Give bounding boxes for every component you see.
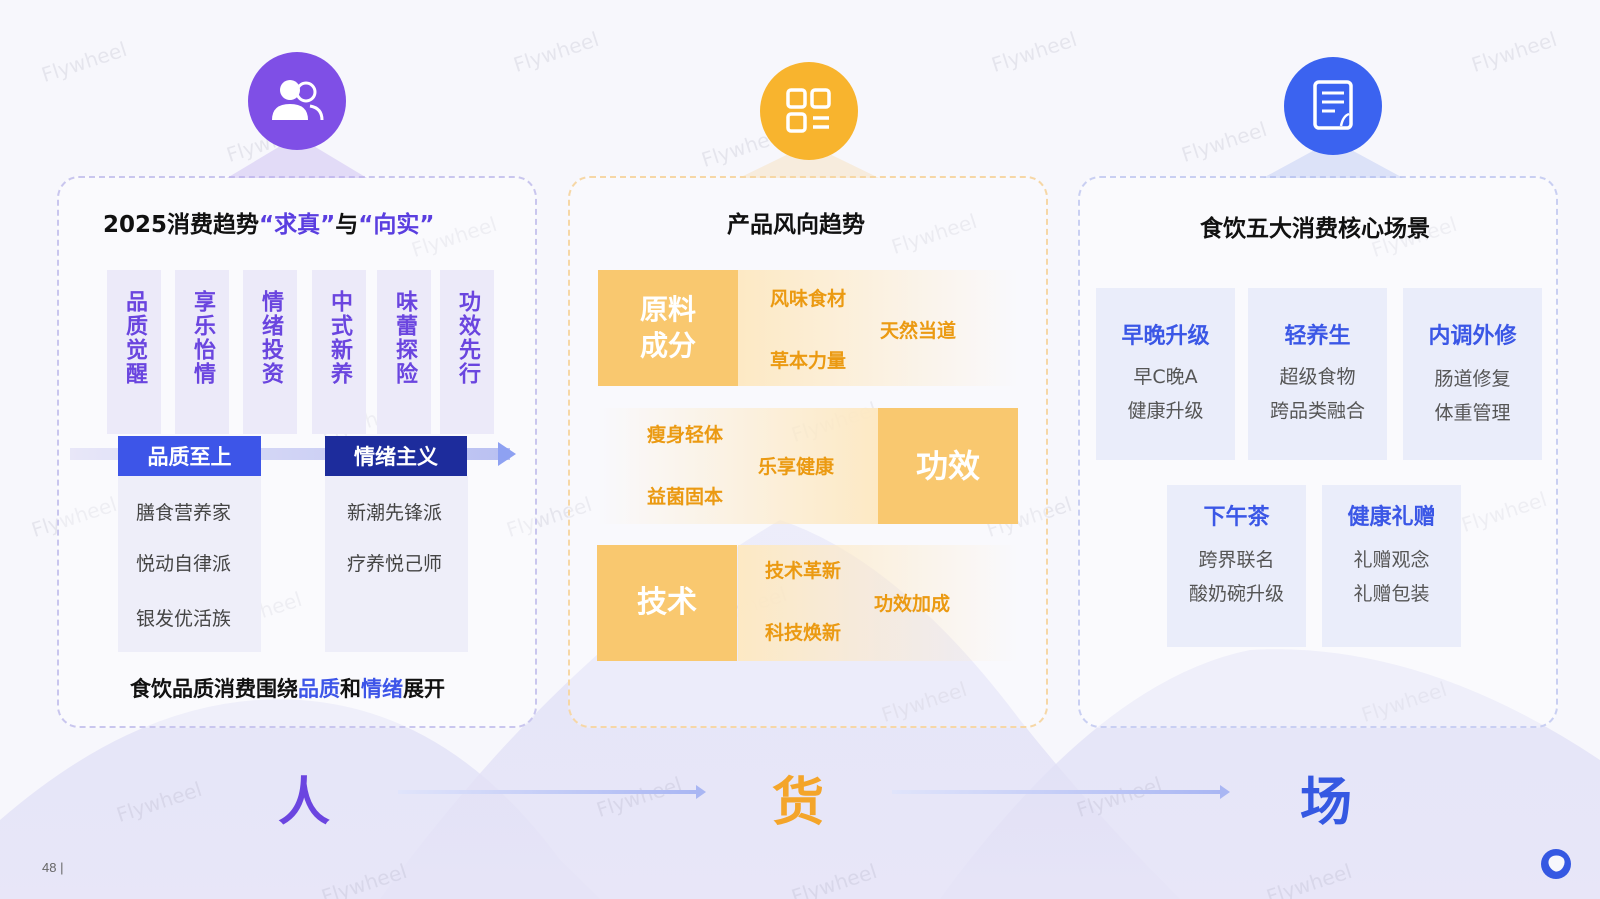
scene-card-line: 肠道修复 [1434, 368, 1511, 390]
panel-goods-title: 产品风向趋势 [727, 212, 865, 238]
block-ingredients: 原料 成分 [598, 270, 738, 386]
document-icon [1313, 80, 1353, 130]
page-number-value: 48 [42, 860, 57, 875]
row-result: 天然当道 [880, 320, 957, 342]
row-item: 技术革新 [765, 560, 842, 582]
grid-icon [786, 88, 831, 133]
panel-people-title: 2025消费趋势“求真”与“向实” [103, 205, 434, 239]
row-gradient [738, 545, 1018, 661]
scene-card-title: 健康礼赠 [1347, 505, 1436, 530]
summary-prefix: 食饮品质消费围绕 [130, 677, 298, 701]
panel-scene-title: 食饮五大消费核心场景 [1200, 216, 1430, 242]
title-quote-1: “求真” [259, 212, 336, 238]
people-summary: 食饮品质消费围绕品质和情绪展开 [130, 673, 445, 703]
quality-item: 银发优活族 [136, 608, 232, 630]
trend-label: 味蕾探险 [392, 290, 417, 386]
quality-item: 膳食营养家 [136, 502, 232, 524]
trend-column: 享乐怡情 [175, 270, 229, 434]
scene-card: 早晚升级 早C晚A 健康升级 [1096, 288, 1235, 460]
scene-card: 内调外修 肠道修复 体重管理 [1403, 288, 1542, 460]
scene-card-line: 超级食物 [1279, 366, 1356, 388]
title-mid: 与 [335, 212, 359, 238]
scene-card-title: 下午茶 [1203, 505, 1270, 530]
flow-arrow [892, 785, 1230, 799]
row-item: 草本力量 [770, 350, 847, 372]
trend-column: 品质觉醒 [107, 270, 161, 434]
scene-card-line: 体重管理 [1434, 402, 1511, 424]
scene-card-line: 跨界联名 [1198, 549, 1275, 571]
scene-circle [1284, 57, 1382, 155]
scene-card-title: 早晚升级 [1121, 324, 1210, 349]
scene-card-line: 健康升级 [1127, 400, 1204, 422]
trend-label: 情绪投资 [258, 290, 283, 386]
trend-label: 中式新养 [327, 290, 352, 386]
row-item: 益菌固本 [647, 486, 724, 508]
tag-emotion: 情绪主义 [325, 436, 467, 476]
scene-card-line: 礼赠观念 [1353, 549, 1430, 571]
row-gradient [738, 270, 1018, 386]
flow-arrow [398, 785, 706, 799]
label-scene: 场 [1300, 773, 1353, 833]
trend-row-ingredients [598, 270, 1018, 386]
users-icon [272, 80, 324, 121]
row-item: 瘦身轻体 [647, 424, 724, 446]
trend-label: 品质觉醒 [122, 290, 147, 386]
page-number: 48 | [42, 860, 64, 875]
title-prefix: 2025消费趋势 [103, 212, 260, 238]
emotion-item: 疗养悦己师 [347, 553, 443, 575]
trend-arrow-head [498, 442, 516, 466]
block-efficacy: 功效 [878, 408, 1018, 524]
row-result: 乐享健康 [758, 456, 835, 478]
row-item: 风味食材 [770, 288, 847, 310]
row-item: 科技焕新 [765, 622, 842, 644]
tag-quality: 品质至上 [118, 436, 261, 476]
emotion-item: 新潮先锋派 [347, 502, 443, 524]
scene-card-title: 内调外修 [1428, 324, 1517, 349]
row-gradient [598, 408, 878, 524]
people-circle [248, 52, 346, 150]
trend-label: 功效先行 [455, 290, 480, 386]
summary-suffix: 展开 [403, 677, 445, 701]
summary-mid: 和 [340, 677, 361, 701]
scene-card-line: 跨品类融合 [1269, 400, 1365, 422]
trend-column: 中式新养 [312, 270, 366, 434]
trend-column: 味蕾探险 [377, 270, 431, 434]
scene-card-line: 礼赠包装 [1353, 583, 1430, 605]
scene-card-line: 酸奶碗升级 [1188, 583, 1284, 605]
label-people: 人 [278, 773, 331, 833]
goods-circle [760, 62, 858, 160]
block-technology: 技术 [597, 545, 737, 661]
trend-row-efficacy [598, 408, 1018, 524]
title-quote-2: “向实” [358, 212, 435, 238]
trend-row-technology [598, 545, 1018, 661]
brand-logo-icon [1541, 849, 1571, 879]
trend-label: 享乐怡情 [190, 290, 215, 386]
emotion-column [325, 476, 468, 652]
trend-column: 情绪投资 [243, 270, 297, 434]
summary-highlight-quality: 品质 [298, 677, 340, 701]
label-goods: 货 [772, 773, 825, 833]
scene-card: 健康礼赠 礼赠观念 礼赠包装 [1322, 485, 1461, 647]
trend-column: 功效先行 [440, 270, 494, 434]
scene-card-title: 轻养生 [1284, 324, 1351, 349]
scene-card: 轻养生 超级食物 跨品类融合 [1248, 288, 1387, 460]
quality-item: 悦动自律派 [136, 553, 232, 575]
scene-card: 下午茶 跨界联名 酸奶碗升级 [1167, 485, 1306, 647]
row-result: 功效加成 [874, 593, 951, 615]
quality-column [118, 476, 261, 652]
scene-card-line: 早C晚A [1133, 366, 1198, 388]
summary-highlight-emotion: 情绪 [361, 677, 403, 701]
